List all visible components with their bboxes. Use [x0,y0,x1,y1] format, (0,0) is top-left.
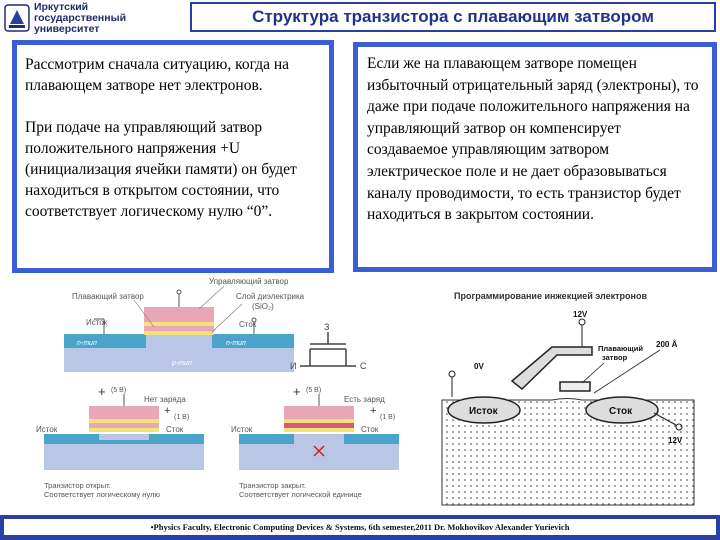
source-region [447,396,521,424]
open-drain-plus: + [164,405,170,417]
control-gate-pointer [198,285,225,310]
dielectric-formula-label: (SiO₂) [252,302,274,311]
open-dielectric [89,428,159,432]
open-state-label: Нет заряда [144,395,186,404]
transistor-closed: + (5 В) Есть заряд + (1 В) Исток Сток Тр… [231,384,399,499]
open-caption-2: Соответствует логическому нулю [44,490,160,499]
injection-title: Программирование инжекцией электронов [454,291,647,301]
source-terminal [448,370,456,378]
slide-title-box: Структура транзистора с плавающим затвор… [190,2,716,32]
gate-terminal [176,289,182,295]
drain-terminal [251,317,257,323]
open-gate-voltage: (5 В) [111,387,126,394]
open-caption-1: Транзистор открыт. [44,481,111,490]
dielectric-label: Слой диэлектрика [236,292,305,301]
floating-gate-label-1: Плавающий [598,344,643,353]
floating-gate-label-2: затвор [602,353,628,362]
dielectric-pointer [211,303,243,333]
n-type-right-label: n-тип [226,340,246,347]
oxide-thickness-pointer [593,349,661,394]
closed-source-label: Исток [231,425,253,434]
open-control-gate [89,406,159,419]
control-gate-label: Управляющий затвор [209,277,289,286]
control-gate-shape [510,346,593,390]
open-plus-sign: + [98,384,106,399]
electron-injection-diagram: Программирование инжекцией электронов Ис… [441,291,695,506]
control-gate-terminal [578,318,586,326]
closed-caption-2: Соответствует логической единице [239,490,362,499]
closed-floating-gate-charged [284,423,354,428]
open-drain-label: Сток [166,425,184,434]
left-paragraph-2: При подаче на управляющий затвор положит… [25,119,297,220]
transistor-structure-diagram: Исток Сток n-тип n-тип p-тип Плавающий з… [36,277,399,499]
floating-gate-label: Плавающий затвор [72,292,144,301]
dielectric-layer [144,331,214,335]
left-paragraph-1: Рассмотрим сначала ситуацию, когда на пл… [25,56,290,94]
closed-dielectric [284,428,354,432]
symbol-source-label: И [290,361,296,371]
drain-voltage-label: 12V [668,436,683,445]
source-n-region [64,334,146,348]
logo-line-2: государственный университет [33,11,127,35]
closed-source-region [239,434,294,444]
footer-inner: •Physics Faculty, Electronic Computing D… [4,519,716,535]
closed-drain-voltage: (1 В) [380,414,395,421]
substrate-region [441,398,695,506]
university-emblem-icon [4,4,30,32]
open-channel [99,440,149,444]
closed-state-label: Есть заряд [344,395,385,404]
transistor-symbol: З И С [290,322,367,371]
drain-region [585,396,659,424]
closed-caption-1: Транзистор закрыт. [239,481,306,490]
paragraph-gap [25,96,321,117]
oxide-thickness-label: 200 Å [656,340,678,349]
right-paragraph: Если же на плавающем затворе помещен изб… [367,55,699,224]
source-voltage-label: 0V [474,362,484,371]
transistor-open: + (5 В) Нет заряда + (1 В) Исток Сток Тр… [36,384,204,499]
p-type-label: p-тип [171,360,192,367]
closed-drain-label: Сток [361,425,379,434]
closed-drain-plus: + [370,405,376,417]
drain-label: Сток [239,320,257,329]
floating-gate-pointer [133,299,155,328]
closed-gate-voltage: (5 В) [306,387,321,394]
left-text-panel: Рассмотрим сначала ситуацию, когда на пл… [12,40,334,273]
gate-voltage-label: 12V [573,310,588,319]
open-source-region [44,434,99,444]
source-label: Исток [86,318,108,327]
university-name: Иркутский государственный университет [33,0,194,35]
floating-gate [144,326,214,331]
drain-wire [653,412,677,426]
logo-line-1: Иркутский [33,0,89,13]
open-drain-voltage: (1 В) [174,414,189,421]
open-drain-region [149,434,204,444]
floating-gate-pointer [581,362,605,384]
transistor-cross-section: Исток Сток n-тип n-тип p-тип Плавающий з… [64,277,305,372]
drain-label: Сток [609,406,633,417]
drain-terminal [675,423,683,431]
university-logo: Иркутский государственный университет [4,0,194,35]
blocked-channel-icon [313,445,325,457]
open-gate-dielectric [89,419,159,423]
gate-dielectric [144,322,214,326]
control-gate [144,307,214,322]
source-label: Исток [469,406,499,417]
header: Иркутский государственный университет Ст… [0,0,720,36]
symbol-drain-label: С [360,361,367,371]
footer-bar: •Physics Faculty, Electronic Computing D… [0,515,720,540]
open-source-label: Исток [36,425,58,434]
closed-control-gate [284,406,354,419]
symbol-gate-label: З [324,322,329,332]
footer-credits: •Physics Faculty, Electronic Computing D… [150,522,570,532]
slide-title: Структура транзистора с плавающим затвор… [252,7,654,26]
closed-plus-sign: + [293,384,301,399]
closed-drain-region [344,434,399,444]
closed-gate-dielectric [284,419,354,423]
drain-n-region [212,334,294,348]
open-floating-gate [89,423,159,428]
floating-gate-shape [559,381,591,392]
right-text-panel: Если же на плавающем затворе помещен изб… [353,42,717,272]
n-type-left-label: n-тип [77,340,97,347]
